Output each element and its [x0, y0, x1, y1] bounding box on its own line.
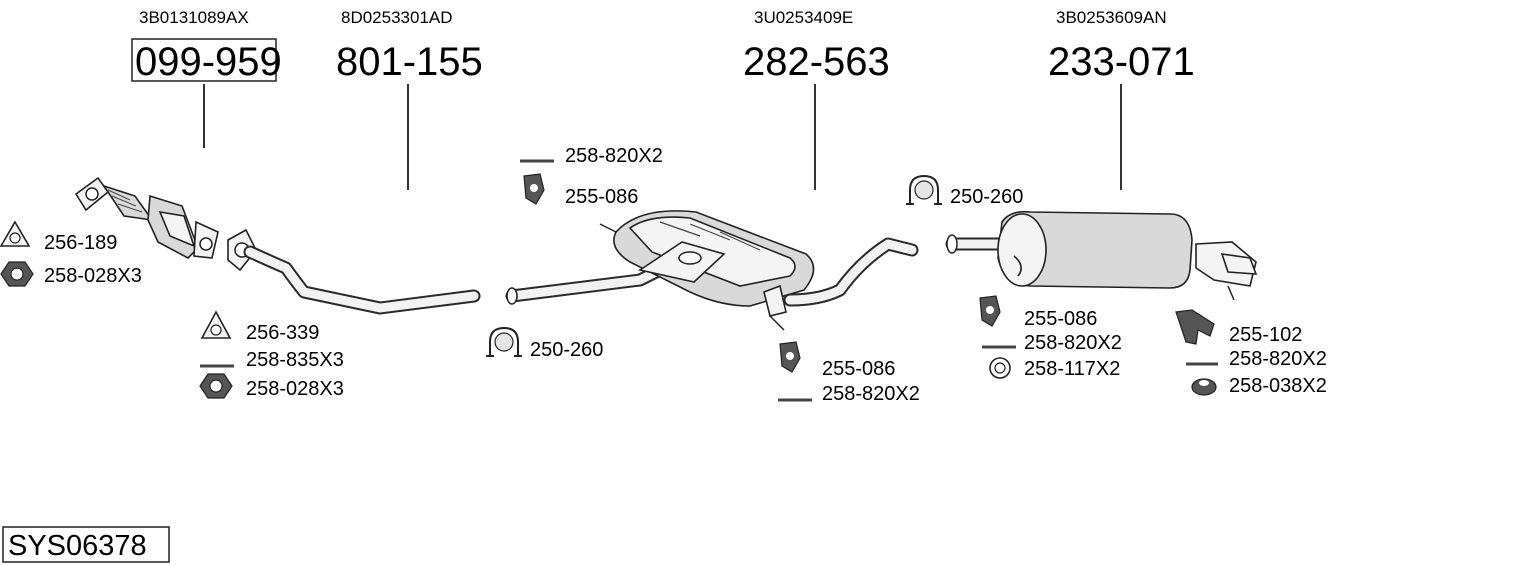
system-code-box — [2, 526, 170, 563]
g4-b-label: 255-086 — [565, 186, 638, 208]
clamp-icon — [906, 174, 942, 205]
g8-a-label: 255-102 — [1229, 324, 1302, 346]
flange-nut-icon-hole — [1199, 380, 1209, 386]
g7-b-label: 258-820X2 — [1024, 332, 1122, 354]
part-4-number[interactable]: 233-071 — [1048, 40, 1195, 84]
part-3-oem: 3U0253409E — [754, 8, 853, 27]
hex-nut-icon-hole — [10, 267, 24, 281]
clamp-icon — [486, 326, 522, 357]
front-pipe-drawing[interactable] — [227, 228, 481, 315]
g3-a-label: 250-260 — [530, 339, 603, 361]
g1-b-label: 258-028X3 — [44, 265, 142, 287]
rubber-hanger-icon-hole — [786, 352, 794, 360]
rear-silencer-drawing[interactable] — [945, 210, 1258, 301]
g1-a-label: 256-189 — [44, 232, 117, 254]
clamp-icon-ring — [494, 332, 514, 352]
rubber-hanger-icon-hole — [986, 306, 994, 314]
part-1-number-box — [131, 38, 277, 82]
g5-b-label: 258-820X2 — [822, 383, 920, 405]
flange-nut-icon — [1191, 378, 1217, 396]
g2-a-label: 256-339 — [246, 322, 319, 344]
part-2-oem: 8D0253301AD — [341, 8, 453, 27]
gasket-icon-hole — [9, 232, 21, 244]
part-3-number[interactable]: 282-563 — [743, 40, 890, 84]
clamp-icon-ring — [914, 180, 934, 200]
g8-c-label: 258-038X2 — [1229, 375, 1327, 397]
g7-a-label: 255-086 — [1024, 308, 1097, 330]
bracket-icon — [1175, 309, 1215, 345]
g8-b-label: 258-820X2 — [1229, 348, 1327, 370]
middle-silencer-drawing[interactable] — [505, 210, 919, 331]
g7-c-label: 258-117X2 — [1024, 358, 1120, 380]
rubber-hanger-icon-hole — [530, 184, 538, 192]
g2-b-label: 258-835X3 — [246, 349, 344, 371]
part-1-oem: 3B0131089AX — [139, 8, 249, 27]
washer-ring-icon-inner — [994, 362, 1006, 374]
system-code: SYS06378 — [8, 530, 147, 562]
g2-c-label: 258-028X3 — [246, 378, 344, 400]
gasket-icon-hole — [210, 324, 222, 336]
part-4-oem: 3B0253609AN — [1056, 8, 1167, 27]
hex-nut-icon-hole — [209, 379, 223, 393]
g4-a-label: 258-820X2 — [565, 145, 663, 167]
g5-a-label: 255-086 — [822, 358, 895, 380]
g6-a-label: 250-260 — [950, 186, 1023, 208]
catalytic-converter-drawing[interactable] — [74, 176, 219, 259]
part-2-number[interactable]: 801-155 — [336, 40, 483, 84]
part-1-number[interactable]: 099-959 — [135, 40, 282, 84]
